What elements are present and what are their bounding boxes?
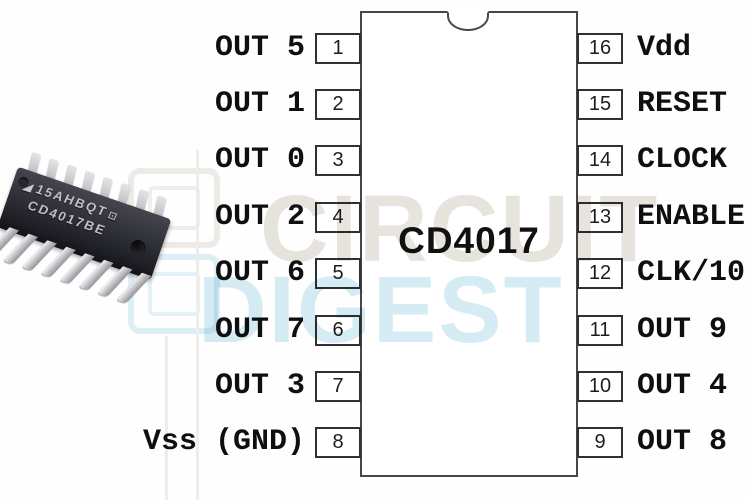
pin-label-14: CLOCK	[637, 143, 728, 177]
pin-label-16: Vdd	[637, 31, 692, 65]
stamp-icon: ⊡	[105, 210, 121, 224]
pin-label-4: OUT 2	[214, 200, 305, 234]
pin-number-box-2: 2	[315, 89, 361, 120]
pin-label-15: RESET	[637, 87, 728, 121]
pin-number-box-4: 4	[315, 202, 361, 233]
pin-number-box-10: 10	[577, 371, 623, 402]
pin-label-8: Vss (GND)	[142, 425, 305, 459]
pin-label-2: OUT 1	[214, 87, 305, 121]
pin-number-box-8: 8	[315, 427, 361, 458]
ic-photo: ◢15AHBQT⊡ CD4017BE	[0, 148, 196, 343]
pin-number-box-7: 7	[315, 371, 361, 402]
pin-label-6: OUT 7	[214, 313, 305, 347]
ic-name: CD4017	[398, 220, 540, 261]
pin-label-1: OUT 5	[214, 31, 305, 65]
pin-label-11: OUT 9	[637, 313, 728, 347]
pin-number-box-9: 9	[577, 427, 623, 458]
pin-label-13: ENABLE	[637, 200, 746, 234]
pin-number-box-5: 5	[315, 258, 361, 289]
pin-label-5: OUT 6	[214, 256, 305, 290]
ic-outline	[360, 11, 578, 477]
pin-number-box-12: 12	[577, 258, 623, 289]
watermark-trace-line	[165, 336, 168, 500]
pin-number-box-1: 1	[315, 33, 361, 64]
pin-number-box-14: 14	[577, 145, 623, 176]
pin-label-3: OUT 0	[214, 143, 305, 177]
pin-number-box-6: 6	[315, 315, 361, 346]
pin-label-9: OUT 8	[637, 425, 728, 459]
pin-label-7: OUT 3	[214, 369, 305, 403]
pin-label-12: CLK/10	[637, 256, 746, 290]
chip-dimple	[128, 238, 148, 258]
pin-number-box-3: 3	[315, 145, 361, 176]
pin-label-10: OUT 4	[637, 369, 728, 403]
pin-number-box-16: 16	[577, 33, 623, 64]
pin-number-box-13: 13	[577, 202, 623, 233]
dip16-chip-photo: ◢15AHBQT⊡ CD4017BE	[0, 144, 187, 322]
pin-number-box-11: 11	[577, 315, 623, 346]
pin-number-box-15: 15	[577, 89, 623, 120]
